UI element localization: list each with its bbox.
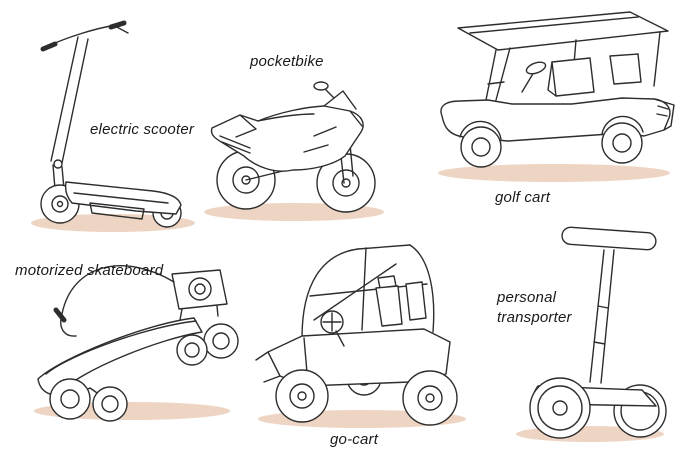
personal-transporter-drawing (529, 226, 667, 439)
electric-scooter-drawing (40, 20, 182, 228)
rear-wheel (402, 370, 458, 426)
figure-personal-transporter (504, 222, 672, 450)
electric-scooter-label: electric scooter (90, 121, 195, 138)
go-cart-drawing (255, 244, 458, 426)
golf-cart-shadow (438, 164, 670, 182)
motorized-skateboard-illustration (34, 265, 239, 422)
figure-pocketbike (196, 66, 391, 226)
rear-wheel (176, 323, 239, 366)
golf-cart-illustration (438, 11, 675, 182)
motorized-skateboard-drawing (37, 265, 239, 422)
golf-cart-label: golf cart (495, 189, 551, 206)
figure-motorized-skateboard (24, 238, 242, 430)
go-cart-illustration (255, 244, 466, 428)
left-wheel (529, 377, 591, 439)
front-wheel (275, 369, 329, 423)
golf-cart-drawing (440, 11, 675, 168)
pocketbike-illustration (204, 81, 384, 221)
pocketbike-label: pocketbike (250, 53, 324, 70)
personal-transporter-label: personal transporter (497, 289, 572, 326)
personal-transporter-illustration (516, 226, 667, 442)
pocketbike-drawing (210, 81, 376, 213)
figure-golf-cart (424, 6, 676, 188)
figure-go-cart (244, 226, 476, 434)
electric-scooter-illustration (31, 20, 195, 232)
front-wheel (49, 378, 128, 422)
figure-electric-scooter (18, 12, 203, 242)
go-cart-label: go-cart (330, 431, 379, 448)
rear-wheel (601, 122, 643, 164)
front-wheel (460, 126, 502, 168)
motorized-skateboard-label: motorized skateboard (15, 262, 164, 279)
